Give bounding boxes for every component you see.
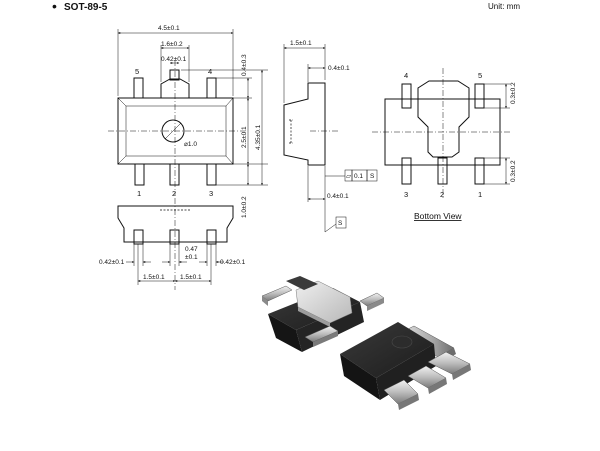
dim-lead-thickness: 0.4±0.1: [327, 193, 349, 200]
top-pin-2: [169, 163, 180, 186]
pin-label-1: 1: [137, 189, 141, 198]
dim-lead-length: 1.0±0.2: [241, 196, 248, 218]
pin-label-5: 5: [135, 67, 139, 76]
side-view: 1.5±0.1 0.4±0.1 ⏥ 0.1 S 0.4±0.1 S: [283, 40, 378, 233]
tab-lead: [169, 69, 180, 81]
bottom-pin-label-2: 2: [440, 190, 444, 199]
dim-tab-lead: 0.42±0.1: [161, 56, 187, 63]
dim-tab-thickness: 0.4±0.1: [328, 65, 350, 72]
render-package-tab-side: [261, 276, 385, 352]
dim-lead-right: 0.42±0.1: [220, 259, 246, 266]
bottom-pin-2: [437, 157, 448, 185]
header-bullet: •: [52, 0, 57, 14]
front-body: [117, 205, 234, 243]
dim-tab-width: 1.6±0.2: [161, 41, 183, 48]
pin-label-4: 4: [208, 67, 212, 76]
dim-pitch-right: 1.5±0.1: [180, 274, 202, 281]
tolerance-datum: S: [370, 173, 375, 180]
dim-total-height: 4.35±0.1: [255, 124, 262, 150]
dim-width: 4.5±0.1: [158, 25, 180, 32]
dim-lead-left: 0.42±0.1: [99, 259, 125, 266]
bottom-pin-3: [401, 157, 412, 185]
pin-label-2: 2: [172, 189, 176, 198]
dim-body-height: 2.5±0.1: [241, 126, 248, 148]
hole-dim: ⌀1.0: [184, 141, 197, 148]
bottom-tab-pad: [417, 99, 470, 158]
front-lead-3: [206, 229, 217, 245]
bottom-view: 4 5 3 2 1 0.3±0.2 0.3±0.2 Bottom View: [372, 68, 517, 221]
tolerance-value: 0.1: [354, 173, 363, 180]
dim-bottom-top: 0.3±0.2: [510, 82, 517, 104]
dim-center-lead-bot: ±0.1: [185, 254, 198, 261]
top-pin-3: [206, 163, 217, 186]
bottom-pin-1: [474, 157, 485, 185]
top-pin-4: [206, 77, 217, 99]
mounting-hole: [161, 119, 185, 143]
side-body: [283, 82, 326, 166]
front-lead-2: [169, 229, 180, 245]
dim-pitch-left: 1.5±0.1: [143, 274, 165, 281]
front-lead-1: [133, 229, 144, 245]
bottom-pin-label-3: 3: [404, 190, 408, 199]
render-package-face-side: [340, 322, 471, 410]
bottom-pin-label-1: 1: [478, 190, 482, 199]
dim-center-lead-top: 0.47: [185, 246, 198, 253]
bottom-pin-label-4: 4: [404, 71, 408, 80]
datum-label: S: [338, 220, 343, 227]
pin1-dimple: [391, 335, 413, 349]
package-name: SOT-89-5: [64, 2, 108, 13]
top-pin-1: [134, 163, 145, 186]
dim-bottom-bottom: 0.3±0.2: [510, 160, 517, 182]
dim-thickness: 1.5±0.1: [290, 40, 312, 47]
unit-label: Unit: mm: [488, 2, 520, 11]
bottom-view-title: Bottom View: [414, 211, 462, 221]
front-view: 0.42±0.1 0.47 ±0.1 0.42±0.1 1.5±0.1 1.5±…: [99, 198, 246, 290]
bottom-pin-4: [401, 83, 412, 109]
pin-label-3: 3: [209, 189, 213, 198]
bottom-pin-5: [474, 83, 485, 109]
tolerance-symbol: ⏥: [346, 173, 352, 180]
bottom-pin-label-5: 5: [478, 71, 482, 80]
top-view: ⌀1.0 5 4 1 2 3 4.5±0.1 1.6±0.2 0.42±0.1 …: [108, 25, 268, 218]
top-pin-5: [133, 77, 144, 99]
dim-tab-height: 0.4±0.3: [241, 54, 248, 76]
